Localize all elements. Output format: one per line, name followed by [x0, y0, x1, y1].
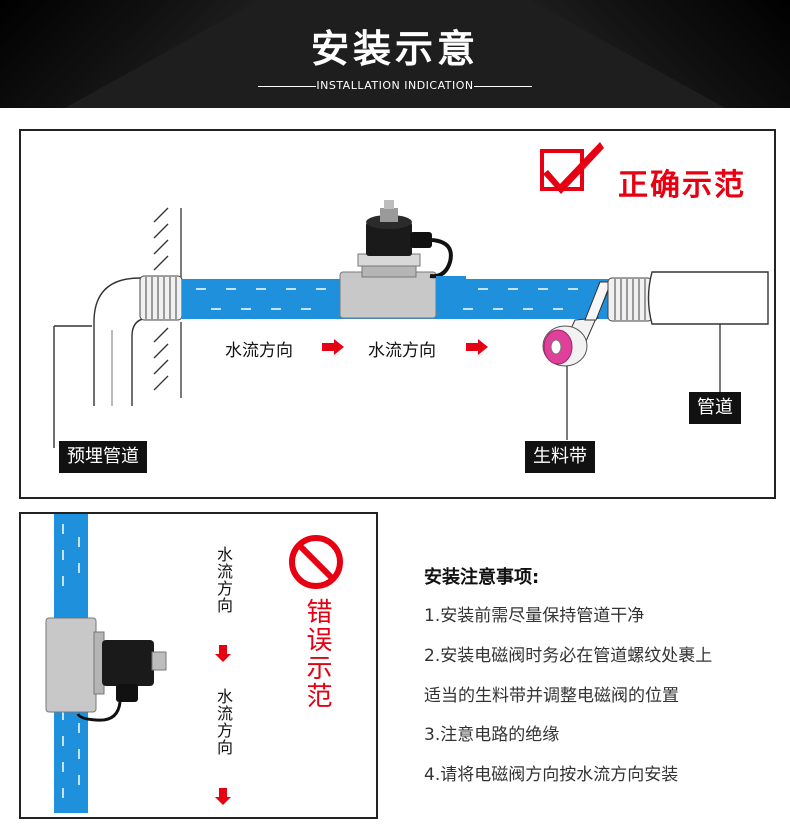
- note-item-3: 3.注意电路的绝缘: [424, 725, 560, 745]
- note-item-2-continued: 适当的生料带并调整电磁阀的位置: [424, 686, 679, 706]
- flow-arrow-down-2: [215, 788, 231, 805]
- prohibited-icon: [289, 535, 343, 589]
- pipe-label: 管道: [689, 392, 741, 424]
- page-title: 安装示意: [310, 27, 479, 71]
- correct-diagram: [53, 142, 769, 448]
- pipe-thread-right: [607, 277, 653, 322]
- flow-direction-label-2: 水流方向: [368, 341, 436, 361]
- tape-roll-icon: [542, 325, 588, 367]
- flow-arrow-right-2: [466, 339, 488, 355]
- solenoid-valve-sideways: [45, 617, 167, 722]
- wrong-example-title: 错误示范: [302, 598, 332, 710]
- flow-arrow-down-1: [215, 645, 231, 662]
- correct-example-title: 正确示范: [618, 168, 746, 203]
- note-item-4: 4.请将电磁阀方向按水流方向安装: [424, 765, 679, 785]
- header-banner: 安装示意 INSTALLATION INDICATION: [0, 0, 790, 108]
- flow-arrow-right-1: [322, 339, 344, 355]
- wall-hatch-top: [153, 207, 182, 282]
- note-item-1: 1.安装前需尽量保持管道干净: [424, 606, 645, 626]
- flow-direction-label-1: 水流方向: [225, 341, 293, 361]
- elbow-thread: [139, 275, 183, 321]
- wrong-flow-direction-label-1: 水流方向: [214, 546, 233, 614]
- vertical-water-dashes: [62, 524, 80, 798]
- leader-line-embedded: [53, 325, 92, 448]
- page-subtitle: INSTALLATION INDICATION: [316, 79, 474, 92]
- notes-title: 安装注意事项:: [424, 567, 540, 588]
- note-item-2: 2.安装电磁阀时务必在管道螺纹处裹上: [424, 646, 713, 666]
- correct-example-panel: [19, 129, 776, 499]
- check-mark-icon: [540, 142, 604, 194]
- solenoid-valve: [339, 200, 466, 319]
- wall-hatch-bottom: [153, 322, 182, 398]
- tape-label: 生料带: [525, 441, 595, 473]
- pipe-right: [647, 271, 769, 325]
- subtitle-line-right: [474, 86, 532, 87]
- water-dashes: [196, 288, 578, 310]
- wrong-example-panel: [19, 512, 378, 819]
- subtitle-line-left: [258, 86, 316, 87]
- wrong-flow-direction-label-2: 水流方向: [214, 688, 233, 756]
- embedded-pipe-label: 预埋管道: [59, 441, 147, 473]
